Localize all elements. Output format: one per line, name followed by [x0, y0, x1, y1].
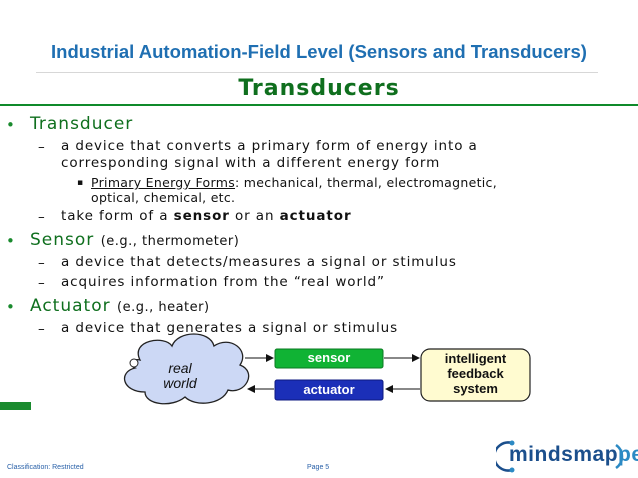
bullet-sensor: Sensor (e.g., thermometer) [30, 230, 239, 250]
logo-text-part1: mindsmap [509, 443, 619, 466]
mindsmapped-logo: mindsmapped [496, 437, 638, 473]
bullet-transducer: Transducer [30, 114, 134, 134]
bullet-actuator: Actuator (e.g., heater) [30, 296, 210, 316]
bullet-actuator-icon: • [6, 298, 15, 316]
forms-sensor: sensor [173, 208, 230, 224]
header-title: Industrial Automation-Field Level (Senso… [51, 41, 587, 62]
bullet-sensor-icon: • [6, 232, 15, 250]
actuator-example: (e.g., heater) [117, 300, 210, 315]
transducer-definition-line1: a device that converts a primary form of… [61, 138, 478, 154]
slide-title: Transducers [238, 76, 400, 101]
cloud-line1: real [168, 360, 192, 376]
logo-text-part2: ped [618, 443, 638, 466]
dash-icon: – [38, 255, 45, 271]
sensor-example: (e.g., thermometer) [100, 234, 240, 249]
real-world-cloud [123, 333, 250, 405]
cloud-line2: world [163, 375, 197, 391]
bullet-transducer-icon: • [6, 116, 15, 134]
actuator-item1: a device that generates a signal or stim… [61, 320, 399, 336]
forms-actuator: actuator [279, 208, 352, 224]
forms-text: take form of a [61, 208, 174, 224]
feedback-system-box [420, 348, 531, 402]
system-line3: system [453, 381, 498, 396]
footer-classification: Classification: Restricted [7, 464, 84, 471]
actuator-box-label: actuator [303, 382, 355, 397]
primary-energy-forms-list: : mechanical, thermal, electromagnetic, [235, 175, 498, 190]
logo-text: mindsmapped [509, 443, 638, 467]
sensor-label: Sensor [30, 230, 95, 250]
system-line2: feedback [447, 366, 504, 381]
title-underline [0, 104, 638, 106]
logo-mark-icon [496, 440, 624, 473]
primary-energy-forms-line2: optical, chemical, etc. [91, 190, 236, 205]
square-bullet-icon: ▪ [77, 178, 84, 188]
primary-energy-forms-label: Primary Energy Forms [91, 175, 236, 190]
actuator-label: Actuator [30, 296, 111, 316]
sensor-box [274, 348, 384, 369]
transducer-definition-line2: corresponding signal with a different en… [61, 155, 441, 171]
forms-text-mid: or an [229, 208, 280, 224]
footer-page-number: Page 5 [307, 464, 330, 471]
sensor-item2: acquires information from the “real worl… [61, 274, 385, 290]
actuator-box [274, 379, 384, 401]
sensor-box-label: sensor [307, 350, 351, 365]
dash-icon: – [38, 209, 45, 225]
system-line1: intelligent [444, 351, 507, 366]
sensor-item1: a device that detects/measures a signal … [61, 254, 457, 270]
dash-icon: – [38, 275, 45, 291]
dash-icon: – [38, 321, 45, 337]
dash-icon: – [38, 139, 45, 155]
transducer-forms: take form of a sensor or an actuator [61, 208, 352, 225]
primary-energy-forms: Primary Energy Forms: mechanical, therma… [91, 175, 497, 190]
header-divider [36, 72, 598, 73]
slide-artifact [0, 402, 31, 410]
